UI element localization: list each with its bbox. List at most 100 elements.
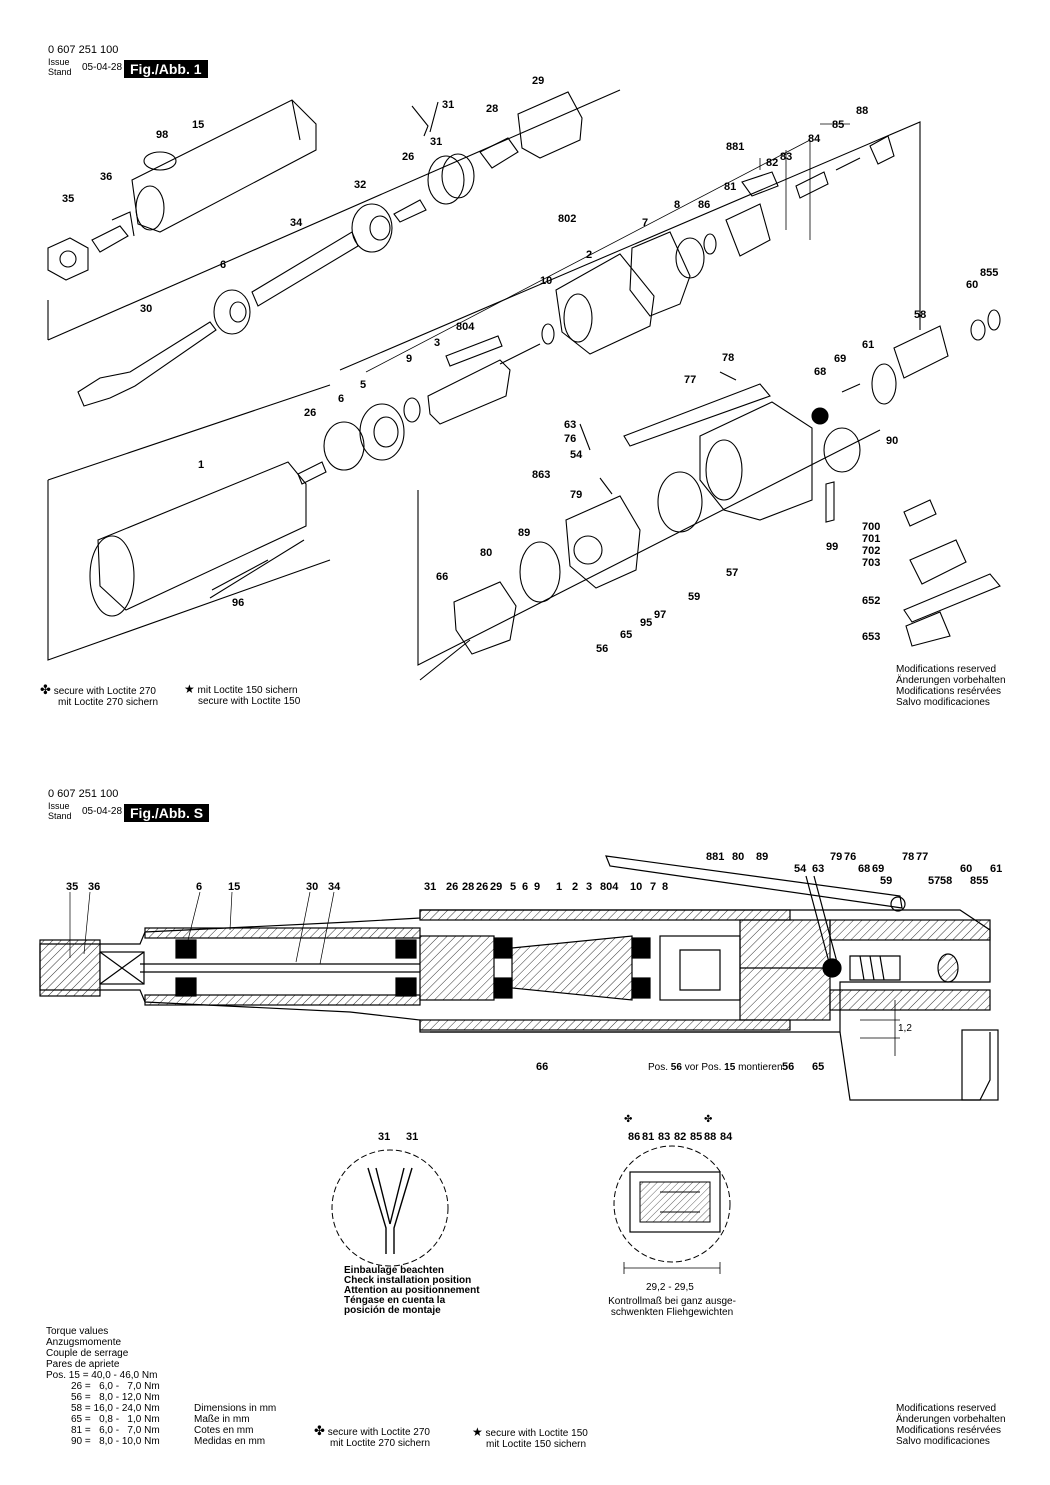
mod-line: Änderungen vorbehalten [896, 675, 1006, 686]
part-label: 2 [586, 249, 592, 261]
governor-part-label: 85 [690, 1131, 702, 1143]
section-part-label: 5 [510, 881, 516, 893]
torque-row: 65 = 0,8 - 1,0 Nm [71, 1414, 160, 1425]
modifications-top: Modifications reserved Änderungen vorbeh… [896, 664, 1006, 708]
mod-line: Änderungen vorbehalten [896, 1414, 1006, 1425]
modifications-bottom: Modifications reserved Änderungen vorbeh… [896, 1403, 1006, 1447]
governor-part-label: 86 [628, 1131, 640, 1143]
part-label: 61 [862, 339, 874, 351]
part-number-2: 0 607 251 100 [48, 788, 119, 800]
dim-line: Dimensions in mm [194, 1403, 277, 1414]
part-label: 31 [430, 136, 442, 148]
section-part-label: 9 [534, 881, 540, 893]
section-part-label: 15 [228, 881, 240, 893]
part-label: 6 [338, 393, 344, 405]
part-label: 652 [862, 595, 880, 607]
fig-s-tag: Fig./Abb. S [124, 804, 210, 822]
part-label: 57 [726, 567, 738, 579]
part-label: 78 [722, 352, 734, 364]
legend-cross-de: mit Loctite 270 sichern [58, 697, 159, 708]
part-label: 63 [564, 419, 576, 431]
section-part-label: 61 [990, 863, 1002, 875]
part-label: 96 [232, 597, 244, 609]
caption-line: posición de montaje [344, 1305, 441, 1316]
part-label: 31 [442, 99, 454, 111]
dim-line: Maße in mm [194, 1414, 250, 1425]
section-part-label: 54 [794, 863, 807, 875]
section-part-label: 6 [522, 881, 528, 893]
part-label: 8 [674, 199, 680, 211]
caption-line: Check installation position [344, 1275, 472, 1286]
part-label: 83 [780, 151, 792, 163]
issue-date: 05-04-28 [82, 62, 123, 73]
gov-caption: Kontrollmaß bei ganz ausge- schwenkten F… [592, 1296, 752, 1318]
section-part-label: 69 [872, 863, 884, 875]
mod-line: Modifications reserved [896, 1403, 997, 1414]
part-label: 66 [436, 571, 448, 583]
section-part-label: 6 [196, 881, 202, 893]
torque-row: 58 = 16,0 - 24,0 Nm [71, 1403, 160, 1414]
part-label: 56 [596, 643, 608, 655]
fig-1-labels: 2928313126159836353234630881848588838281… [62, 75, 998, 655]
part-label: 36 [100, 171, 112, 183]
part-label: 84 [808, 133, 821, 145]
section-part-label: 65 [812, 1061, 824, 1073]
section-part-label: 58 [940, 875, 952, 887]
mod-line: Salvo modificaciones [896, 1436, 990, 1447]
part-label: 35 [62, 193, 74, 205]
mod-line: Modifications reserved [896, 664, 997, 675]
part-label: 65 [620, 629, 632, 641]
section-part-label: 77 [916, 851, 928, 863]
part-label: 7 [642, 217, 648, 229]
part-label: 28 [486, 103, 498, 115]
section-part-label: 28 [462, 881, 474, 893]
fig-1-tag: Fig./Abb. 1 [124, 60, 208, 78]
note-part: vor Pos. [684, 1062, 722, 1073]
part-label: 86 [698, 199, 710, 211]
detail-31-caption: Einbaulage beachten Check installation p… [344, 1266, 480, 1316]
part-label: 701 [862, 533, 880, 545]
part-label: 81 [724, 181, 736, 193]
exploded-view-diagram [47, 89, 1001, 681]
torque-title: Anzugsmomente [46, 1337, 122, 1348]
stand-label-2: Stand [48, 811, 72, 821]
part-number: 0 607 251 100 [48, 44, 119, 56]
part-label: 89 [518, 527, 530, 539]
mod-line: Modifications resérvées [896, 686, 1002, 697]
part-label: 54 [570, 449, 583, 461]
part-label: 3 [434, 337, 440, 349]
cross-icon: ✤ [704, 1114, 712, 1125]
caption-line: Téngase en cuenta la [344, 1295, 446, 1306]
legend-star-de: mit Loctite 150 sichern [486, 1439, 587, 1450]
dim-1-2: 1,2 [898, 1023, 912, 1034]
note-part: montieren [738, 1062, 783, 1073]
torque-row: Pos. 15 = 40,0 - 46,0 Nm [46, 1370, 158, 1381]
part-label: 855 [980, 267, 998, 279]
section-part-label: 30 [306, 881, 318, 893]
part-label: 34 [290, 217, 303, 229]
section-part-label: 3 [586, 881, 592, 893]
issue-date-2: 05-04-28 [82, 806, 123, 817]
part-label: 702 [862, 545, 880, 557]
part-label: 80 [480, 547, 492, 559]
part-label: 802 [558, 213, 576, 225]
part-label: 653 [862, 631, 880, 643]
torque-title: Torque values [46, 1326, 109, 1337]
dimensions-note: Dimensions in mm Maße in mm Cotes en mm … [194, 1403, 276, 1447]
section-part-label: 57 [928, 875, 940, 887]
torque-block: Torque values Anzugsmomente Couple de se… [46, 1326, 160, 1447]
stand-label: Stand [48, 67, 72, 77]
part-label: 68 [814, 366, 826, 378]
part-label: 32 [354, 179, 366, 191]
torque-row: 90 = 8,0 - 10,0 Nm [71, 1436, 160, 1447]
legend-loctite-270-top: ✤ secure with Loctite 270 mit Loctite 27… [40, 683, 159, 708]
section-part-label: 80 [732, 851, 744, 863]
part-label: 85 [832, 119, 844, 131]
part-label: 703 [862, 557, 880, 569]
part-label: 60 [966, 279, 978, 291]
dim-line: Cotes en mm [194, 1425, 254, 1436]
section-part-label: 66 [536, 1061, 548, 1073]
section-part-label: 10 [630, 881, 642, 893]
section-part-label: 76 [844, 851, 856, 863]
